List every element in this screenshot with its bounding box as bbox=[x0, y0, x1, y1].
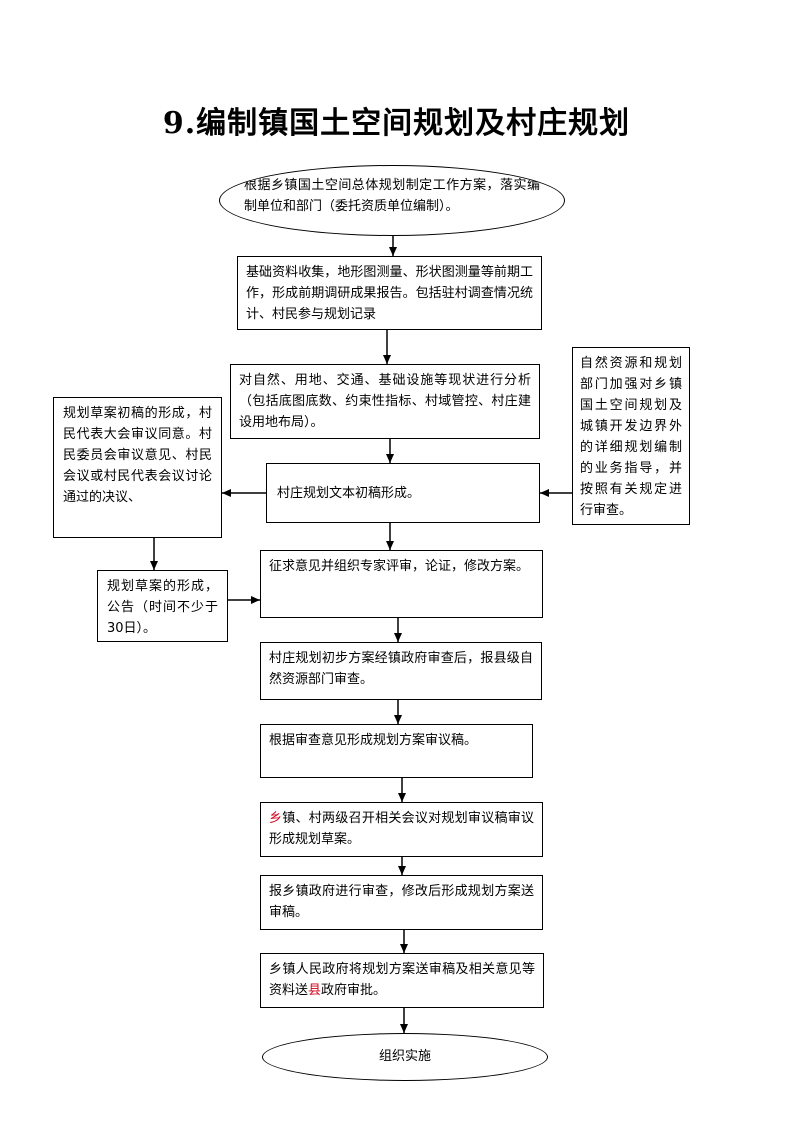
page-title: 9.编制镇国土空间规划及村庄规划 bbox=[162, 106, 631, 141]
end-node: 组织实施 bbox=[262, 1033, 548, 1081]
public-text: 规划草案的形成，公告（时间不少于30日）。 bbox=[107, 579, 218, 636]
draft-text: 村庄规划文本初稿形成。 bbox=[277, 486, 421, 501]
prelim-text: 村庄规划初步方案经镇政府审查后，报县级自然资源部门审查。 bbox=[269, 651, 533, 687]
approve-text-b: 政府审批。 bbox=[321, 983, 387, 998]
approve-node: 乡镇人民政府将规划方案送审稿及相关意见等资料送县政府审批。 bbox=[260, 953, 544, 1008]
meeting-node: 乡镇、村两级召开相关会议对规划审议稿审议形成规划草案。 bbox=[260, 802, 543, 857]
review-node: 征求意见并组织专家评审，论证，修改方案。 bbox=[260, 550, 543, 618]
analysis-text: 对自然、用地、交通、基础设施等现状进行分析（包括底图底数、约束性指标、村域管控、… bbox=[239, 373, 531, 430]
side-right-text: 自然资源和规划部门加强对乡镇国土空间规划及城镇开发边界外的详细规划编制的业务指导… bbox=[580, 356, 682, 518]
start-text: 根据乡镇国土空间总体规划制定工作方案，落实编制单位和部门（委托资质单位编制）。 bbox=[244, 178, 540, 214]
audit-node: 根据审查意见形成规划方案审议稿。 bbox=[260, 724, 533, 778]
side-left-node: 规划草案初稿的形成，村民代表大会审议同意。村民委员会审议意见、村民会议或村民代表… bbox=[53, 397, 222, 538]
audit-text: 根据审查意见形成规划方案审议稿。 bbox=[269, 733, 478, 748]
end-text: 组织实施 bbox=[378, 1049, 431, 1064]
start-node: 根据乡镇国土空间总体规划制定工作方案，落实编制单位和部门（委托资质单位编制）。 bbox=[219, 165, 565, 236]
review-text: 征求意见并组织专家评审，论证，修改方案。 bbox=[269, 559, 530, 574]
submit-node: 报乡镇政府进行审查，修改后形成规划方案送审稿。 bbox=[260, 875, 543, 930]
side-right-node: 自然资源和规划部门加强对乡镇国土空间规划及城镇开发边界外的详细规划编制的业务指导… bbox=[572, 347, 690, 525]
submit-text: 报乡镇政府进行审查，修改后形成规划方案送审稿。 bbox=[269, 884, 534, 920]
prelim-node: 村庄规划初步方案经镇政府审查后，报县级自然资源部门审查。 bbox=[260, 642, 542, 700]
approve-text-a: 乡镇人民政府将规划方案送审稿及相关意见等资料送 bbox=[269, 962, 535, 998]
side-left-text: 规划草案初稿的形成，村民代表大会审议同意。村民委员会审议意见、村民会议或村民代表… bbox=[63, 406, 212, 505]
meeting-text: 镇、村两级召开相关会议对规划审议稿审议形成规划草案。 bbox=[269, 811, 534, 847]
public-node: 规划草案的形成，公告（时间不少于30日）。 bbox=[97, 570, 228, 642]
collect-node: 基础资料收集，地形图测量、形状图测量等前期工作，形成前期调研成果报告。包括驻村调… bbox=[237, 256, 542, 330]
analysis-node: 对自然、用地、交通、基础设施等现状进行分析（包括底图底数、约束性指标、村域管控、… bbox=[230, 364, 540, 439]
approve-highlight: 县 bbox=[308, 983, 322, 998]
draft-node: 村庄规划文本初稿形成。 bbox=[266, 463, 540, 523]
meeting-highlight: 乡 bbox=[269, 811, 283, 826]
collect-text: 基础资料收集，地形图测量、形状图测量等前期工作，形成前期调研成果报告。包括驻村调… bbox=[246, 265, 533, 322]
